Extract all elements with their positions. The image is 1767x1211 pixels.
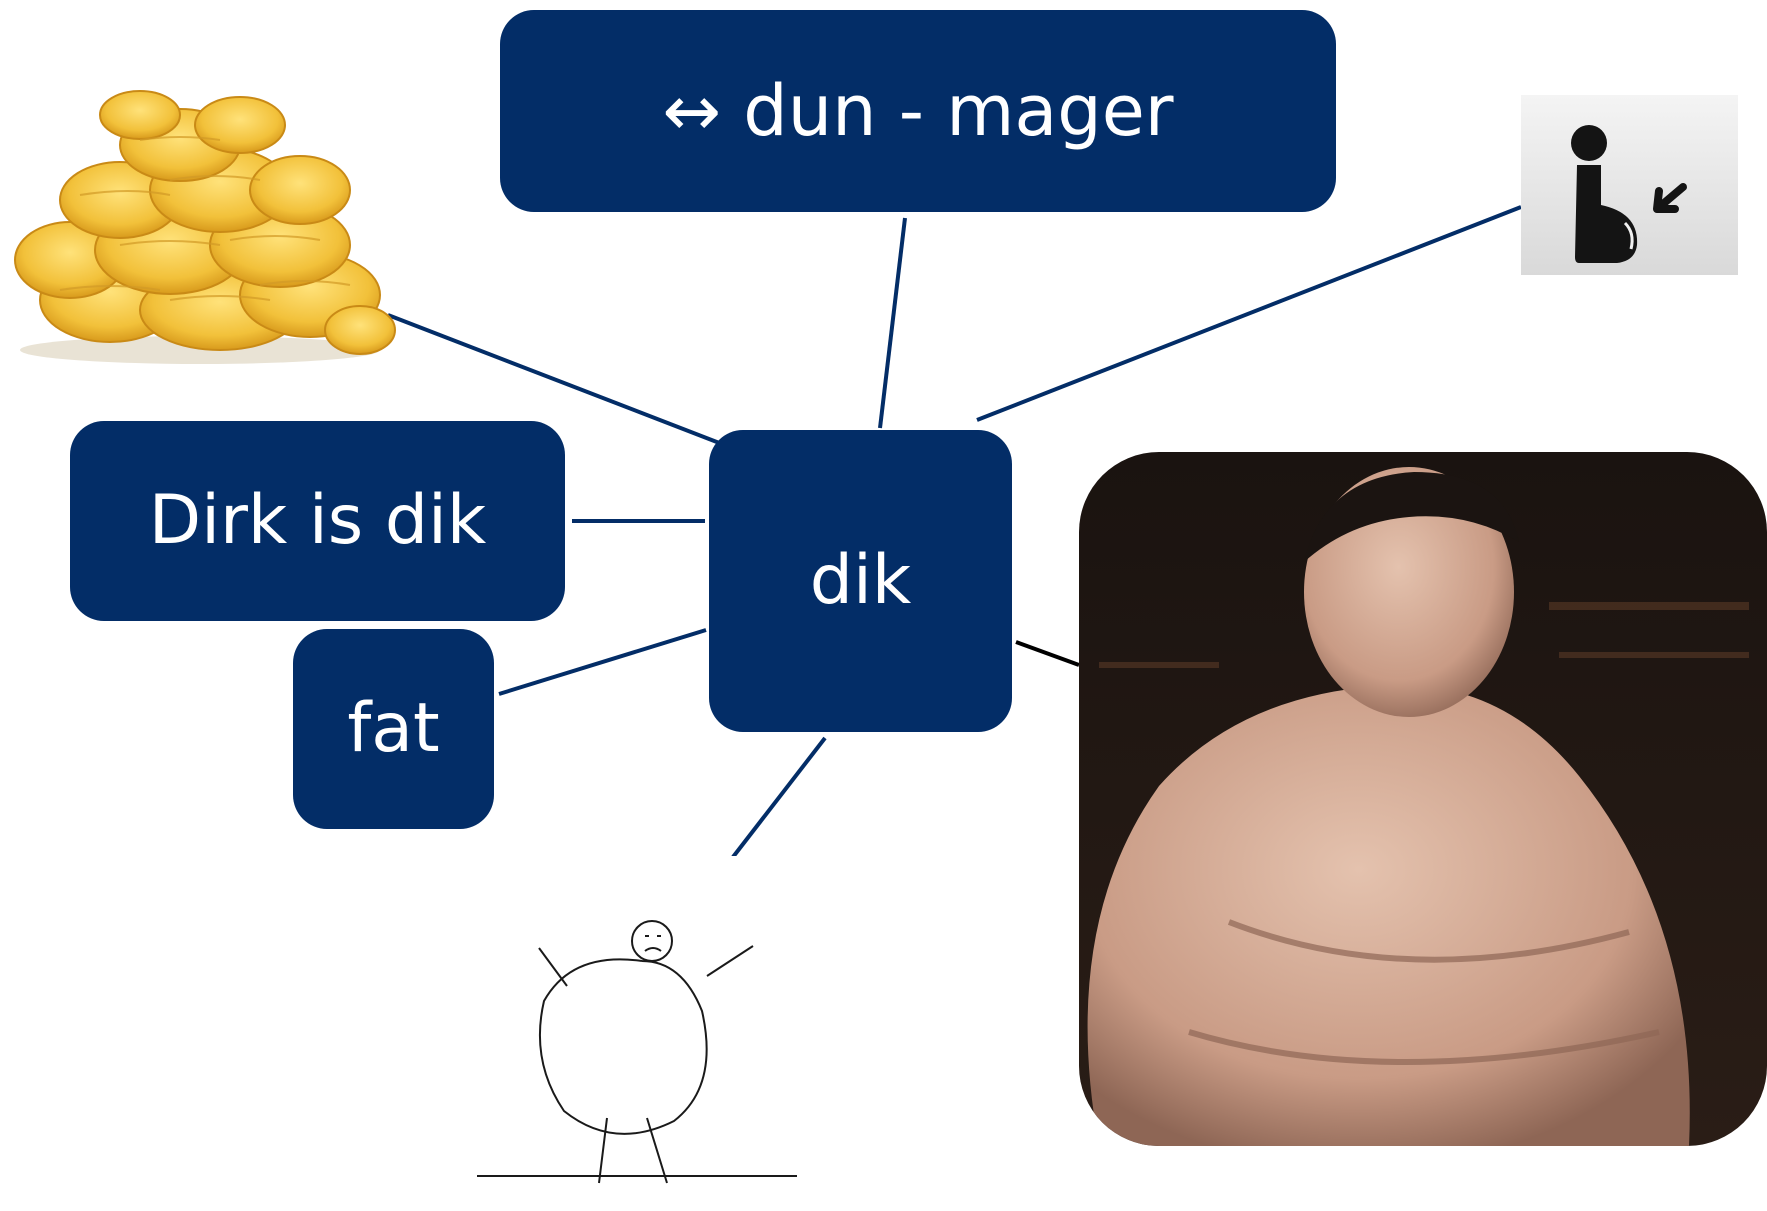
- antonym-label: ↔ dun - mager: [662, 70, 1174, 152]
- hand-drawn-figure-image: [477, 856, 797, 1211]
- connector-pictogram: [976, 205, 1522, 422]
- heavy-man-photo: [1079, 452, 1767, 1146]
- connector-antonym: [878, 217, 907, 429]
- connector-photo: [1015, 640, 1080, 667]
- connector-chips: [387, 313, 723, 446]
- connector-translation: [498, 628, 707, 696]
- pregnant-person-pictogram: [1521, 95, 1738, 275]
- center-word-box: dik: [709, 430, 1012, 732]
- antonym-box: ↔ dun - mager: [500, 10, 1336, 212]
- connector-drawing: [731, 736, 827, 859]
- translation-label: fat: [347, 689, 440, 768]
- example-sentence-label: Dirk is dik: [148, 481, 487, 560]
- translation-box: fat: [293, 629, 494, 829]
- chips-image: [0, 80, 405, 370]
- example-sentence-box: Dirk is dik: [70, 421, 565, 621]
- center-word-label: dik: [809, 541, 912, 620]
